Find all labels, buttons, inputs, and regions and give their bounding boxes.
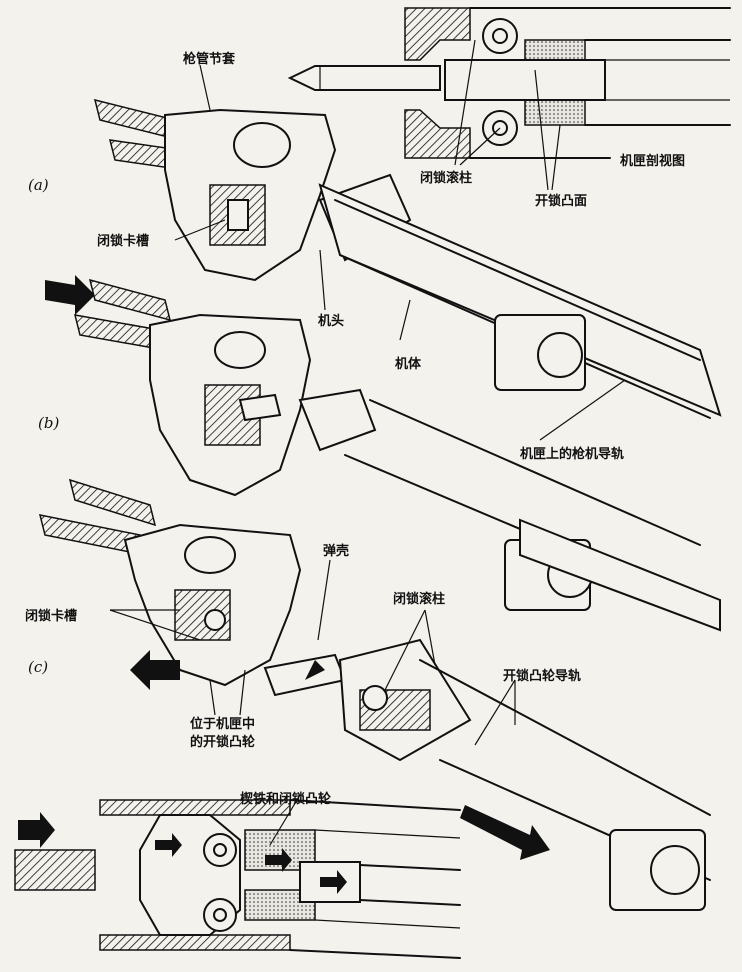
assembly-a bbox=[93, 98, 722, 419]
label-receiver-guide-rail: 机匣上的枪机导轨 bbox=[520, 446, 624, 462]
label-unlocking-cam-line1: 位于机匣中 bbox=[190, 716, 255, 732]
panel-label-a: (a) bbox=[28, 176, 49, 194]
panel-label-b: (b) bbox=[38, 414, 59, 432]
label-bolt-body: 机体 bbox=[395, 356, 422, 372]
label-unlocking-cam-surface: 开锁凸面 bbox=[535, 193, 587, 209]
assembly-b bbox=[45, 275, 721, 632]
leader-lines bbox=[109, 64, 626, 846]
panel-label-c: (c) bbox=[28, 658, 48, 676]
label-cartridge-case: 弹壳 bbox=[323, 543, 349, 559]
label-unlocking-cam-track: 开锁凸轮导轨 bbox=[503, 668, 581, 684]
label-unlocking-cam-line2: 的开锁凸轮 bbox=[190, 734, 255, 750]
bottom-section-view bbox=[14, 799, 461, 959]
label-locking-roller-c: 闭锁滚柱 bbox=[393, 591, 445, 607]
label-bolt-head: 机头 bbox=[318, 313, 344, 329]
label-barrel-extension: 枪管节套 bbox=[183, 51, 236, 67]
receiver-section-view bbox=[287, 7, 731, 191]
assembly-c bbox=[38, 478, 711, 911]
label-locking-roller-top: 闭锁滚柱 bbox=[420, 170, 472, 186]
label-wedge-and-locking-cam: 楔铁和闭锁凸轮 bbox=[240, 791, 331, 807]
label-locking-recess-c: 闭锁卡槽 bbox=[25, 608, 77, 624]
label-locking-recess-a: 闭锁卡槽 bbox=[97, 233, 149, 249]
label-receiver-section-view: 机匣剖视图 bbox=[620, 153, 685, 169]
